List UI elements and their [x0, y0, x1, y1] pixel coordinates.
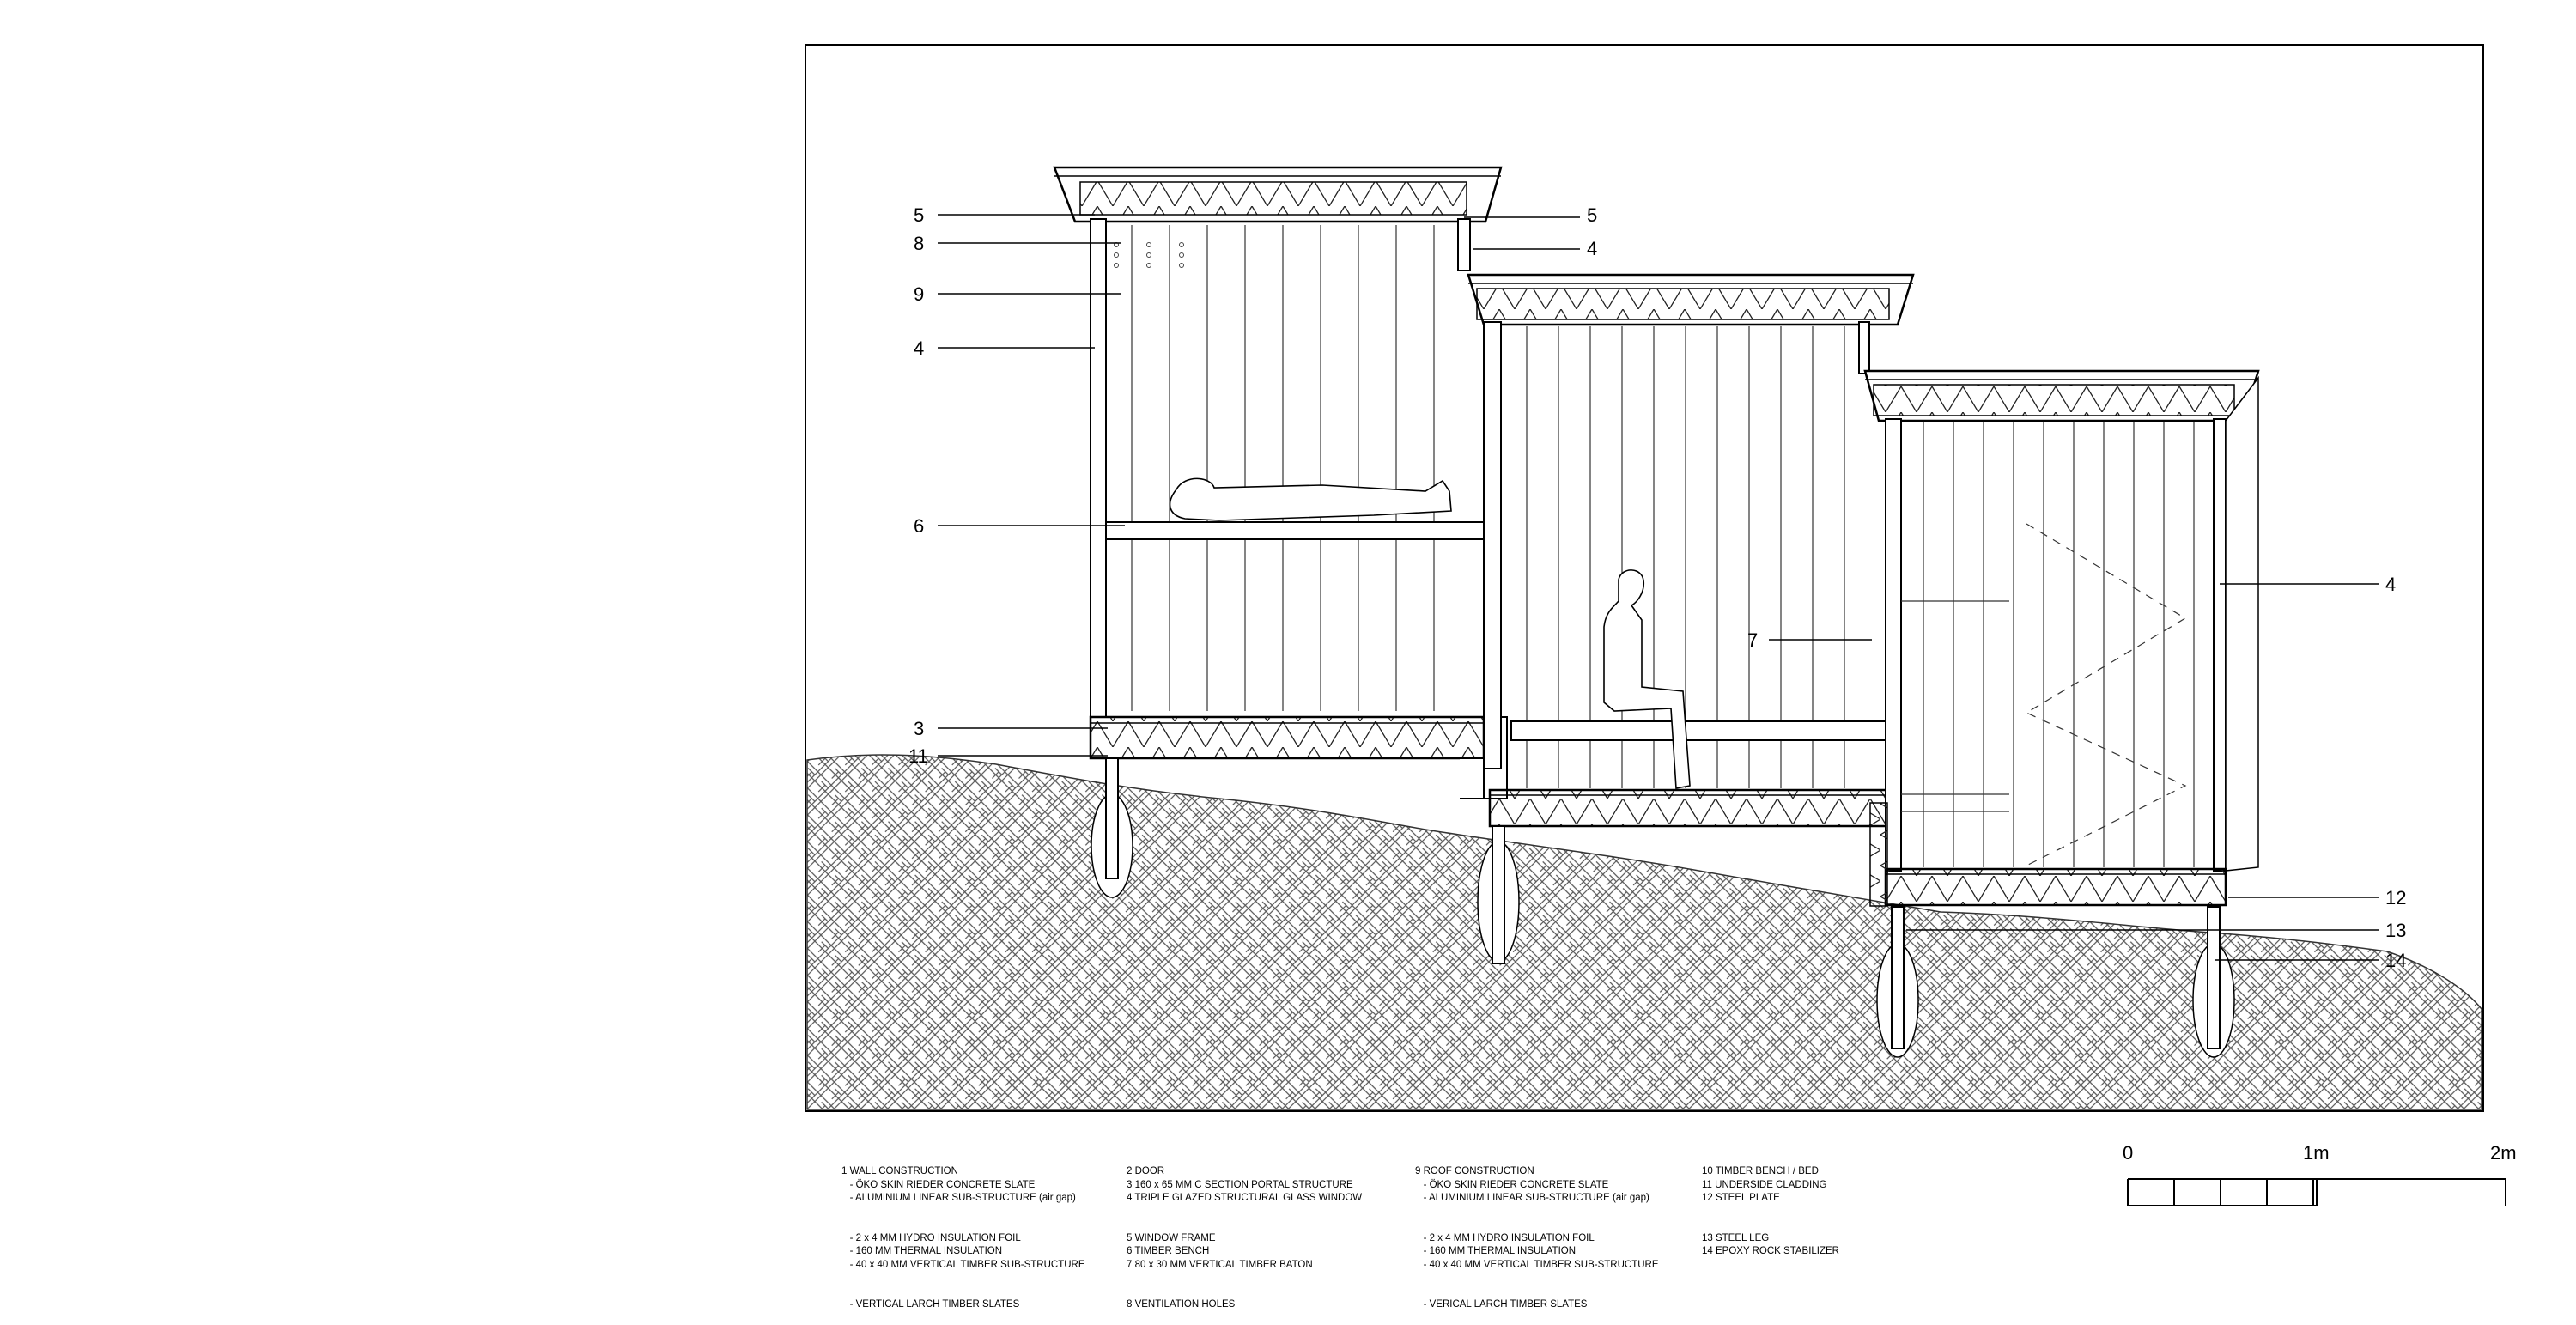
callout-13: 13 [2385, 920, 2406, 941]
module-left [1053, 166, 1508, 898]
leader-lines [938, 214, 2379, 961]
callout-4-right: 4 [2385, 574, 2396, 595]
callout-4-left: 4 [914, 337, 924, 359]
callout-8: 8 [914, 233, 924, 254]
callout-4-top: 4 [1587, 238, 1597, 259]
callout-7: 7 [1747, 629, 1758, 651]
section-drawing: 5 8 9 4 6 3 11 5 4 7 4 12 13 14 [805, 44, 2506, 1206]
callout-5-right: 5 [1587, 204, 1597, 226]
legend-column-3: 9 ROOF CONSTRUCTION - ÖKO SKIN RIEDER CO… [1415, 1166, 1659, 1310]
callout-6: 6 [914, 515, 924, 537]
drawing-frame [805, 44, 2484, 1112]
rock-ground [806, 754, 2482, 1110]
scale-label-1m: 1m [2303, 1142, 2330, 1164]
callout-12: 12 [2385, 887, 2406, 909]
callout-3: 3 [914, 718, 924, 739]
legend-column-1: 1 WALL CONSTRUCTION - ÖKO SKIN RIEDER CO… [841, 1166, 1085, 1310]
module-right [1863, 369, 2260, 1058]
callout-5-left: 5 [914, 204, 924, 226]
scale-label-2m: 2m [2490, 1142, 2517, 1164]
module-middle [1467, 273, 1915, 964]
callout-9: 9 [914, 283, 924, 305]
callout-14: 14 [2385, 950, 2406, 971]
callout-11: 11 [908, 745, 928, 767]
scale-bar [2127, 1178, 2506, 1206]
scale-label-0: 0 [2123, 1142, 2134, 1164]
